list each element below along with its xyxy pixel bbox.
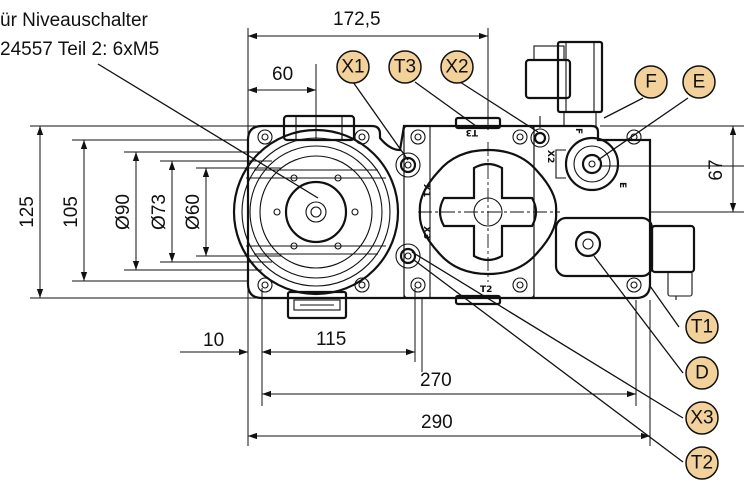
port-t2-rect xyxy=(454,294,502,306)
svg-text:T1: T1 xyxy=(691,317,713,338)
dim-105: 105 xyxy=(61,196,82,228)
svg-text:X2: X2 xyxy=(445,57,468,78)
port-x3 xyxy=(395,243,421,269)
callout-t3: T3 xyxy=(388,50,422,84)
mark-t2: T2 xyxy=(480,285,492,295)
mark-x1: X1 xyxy=(421,184,431,197)
connector-f xyxy=(524,40,604,127)
note-line-2: 24557 Teil 2: 6xM5 xyxy=(0,39,159,60)
svg-text:T3: T3 xyxy=(394,57,416,78)
mark-t3: T3 xyxy=(466,127,478,137)
callout-x1: X1 xyxy=(336,50,370,84)
mark-e: E xyxy=(617,182,627,188)
dim-o60: Ø60 xyxy=(183,194,204,230)
svg-text:E: E xyxy=(693,72,706,93)
dimension-lines xyxy=(36,32,737,440)
port-x2 xyxy=(530,116,550,148)
solenoid-d xyxy=(554,216,696,300)
svg-text:F: F xyxy=(645,72,657,93)
dim-o73: Ø73 xyxy=(149,194,170,230)
callout-d: D xyxy=(685,356,719,390)
callout-x2: X2 xyxy=(440,50,474,84)
dim-60: 60 xyxy=(272,64,293,85)
callout-x3: X3 xyxy=(685,401,719,435)
extension-lines-horizontal xyxy=(30,125,744,299)
callout-t2: T2 xyxy=(685,446,719,480)
extension-lines-vertical xyxy=(247,28,651,446)
dim-290: 290 xyxy=(421,412,453,433)
dim-115: 115 xyxy=(316,329,346,350)
callout-leaders xyxy=(352,81,689,463)
svg-text:T2: T2 xyxy=(691,453,713,474)
pressure-switch-e xyxy=(555,136,620,192)
mark-f: F xyxy=(573,128,583,134)
dim-o90: Ø90 xyxy=(113,194,134,230)
callout-f: F xyxy=(634,65,668,99)
dim-67: 67 xyxy=(706,159,727,180)
mark-x2: X2 xyxy=(545,150,555,163)
svg-text:X1: X1 xyxy=(341,57,364,78)
svg-text:D: D xyxy=(695,363,709,384)
dim-172-5: 172,5 xyxy=(333,9,381,30)
filter-cap xyxy=(418,142,560,282)
dim-10: 10 xyxy=(203,330,224,351)
dim-270: 270 xyxy=(420,370,452,391)
tank-flange xyxy=(232,114,400,320)
mark-x3: X3 xyxy=(421,226,431,239)
note-leader xyxy=(97,63,319,199)
dim-125: 125 xyxy=(17,196,38,228)
port-x1 xyxy=(395,152,421,178)
note-line-1: ür Niveauschalter xyxy=(0,10,149,31)
callout-e: E xyxy=(682,65,716,99)
port-t3-rect xyxy=(454,116,502,130)
callout-t1: T1 xyxy=(685,310,719,344)
svg-text:X3: X3 xyxy=(690,408,713,429)
